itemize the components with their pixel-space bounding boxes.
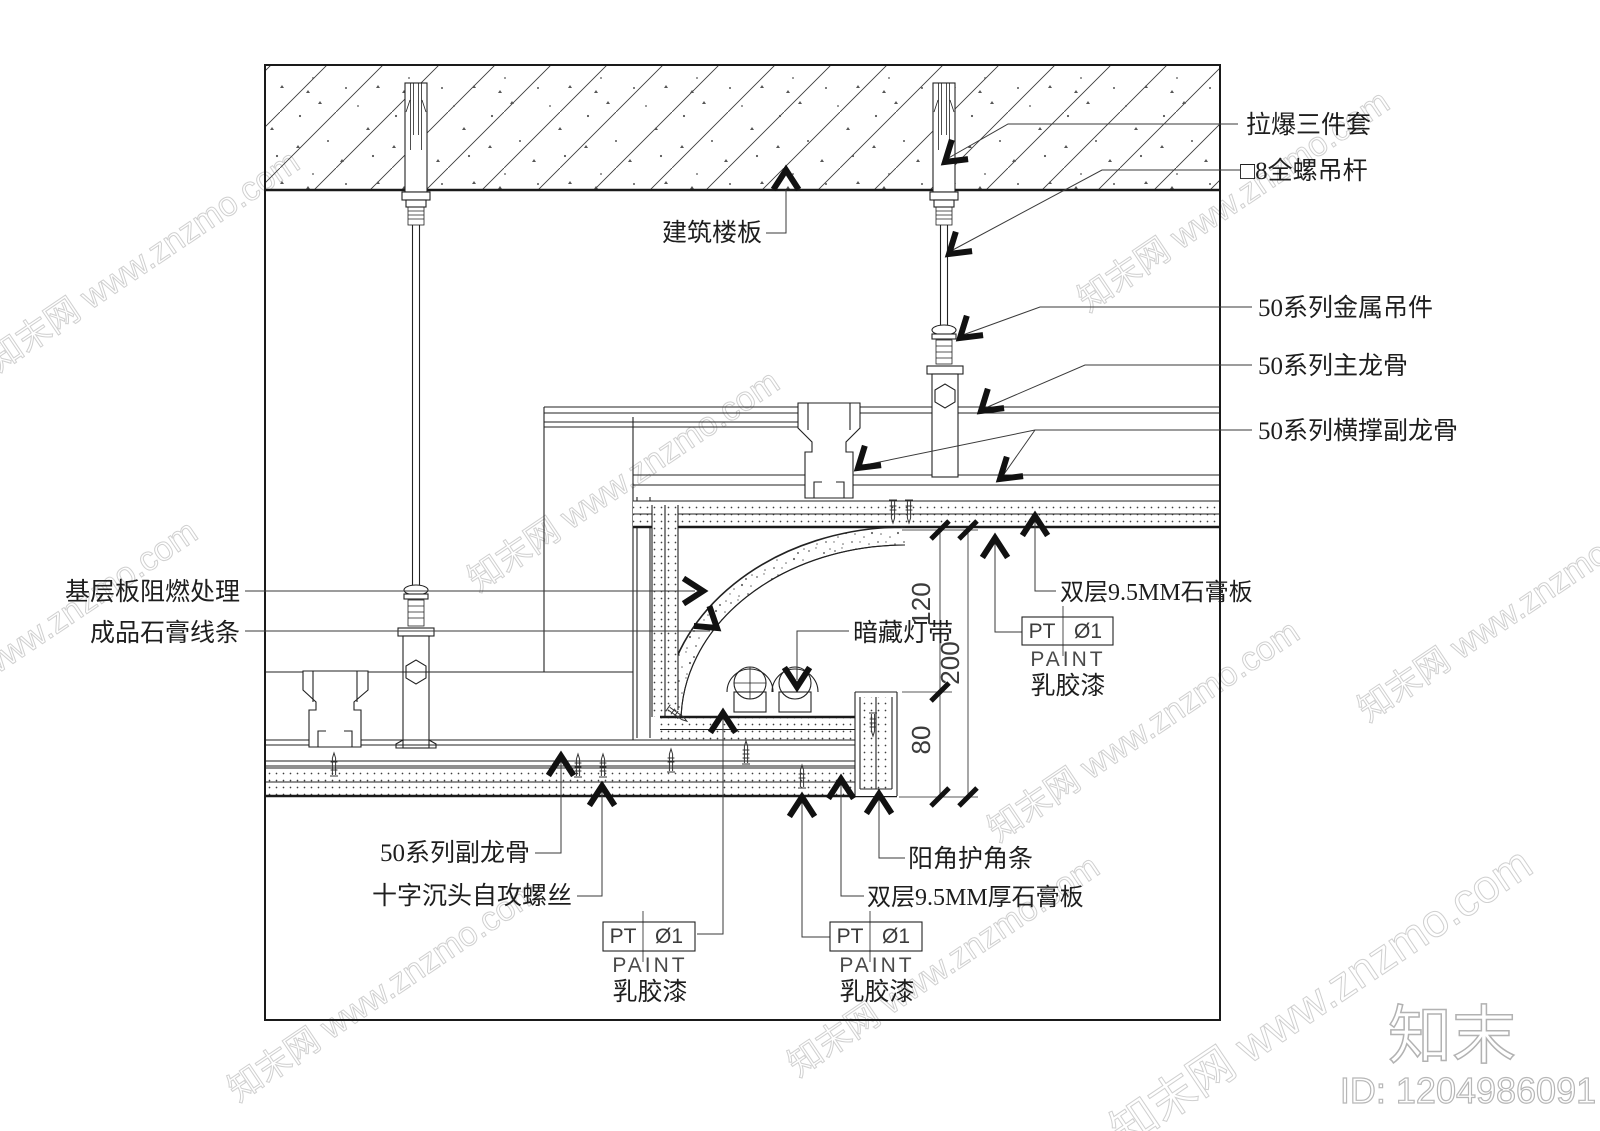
- leader-arrow: [993, 460, 1020, 488]
- label-cross-furring: 50系列横撑副龙骨: [1258, 417, 1458, 445]
- metal-hanger-right: [926, 324, 964, 478]
- paint-value: Ø1: [1074, 620, 1102, 643]
- paint-caption: PAINT: [1030, 648, 1105, 671]
- label-furring-channel: 50系列副龙骨: [380, 839, 530, 867]
- site-logo: 知末 ID: 1204986091: [1339, 999, 1596, 1111]
- watermark-text: 知末网 www.znzmo.com: [461, 363, 786, 599]
- paint-value: Ø1: [655, 925, 683, 948]
- annotation-labels: 拉爆三件套 □8全螺吊杆 50系列金属吊件 50系列主龙骨 50系列横撑副龙骨 …: [65, 111, 1458, 911]
- dim-120: 120: [906, 582, 936, 625]
- watermark-text: 知末网 www.znzmo.com: [781, 848, 1106, 1084]
- paint-code: PT: [837, 925, 864, 948]
- label-self-tapping-screw: 十字沉头自攻螺丝: [372, 882, 572, 910]
- label-metal-hanger: 50系列金属吊件: [1258, 294, 1433, 322]
- label-floor-slab: 建筑楼板: [662, 219, 762, 247]
- label-hanger-rod: □8全螺吊杆: [1240, 157, 1368, 185]
- paint-tag-box: PT Ø1 PAINT 乳胶漆: [602, 911, 696, 1006]
- paint-caption: PAINT: [612, 954, 687, 977]
- paint-tag-box: PT Ø1 PAINT 乳胶漆: [829, 911, 923, 1006]
- expansion-anchor-left: [401, 82, 431, 226]
- vertical-boards: [651, 505, 679, 717]
- image-id: ID: 1204986091: [1340, 1070, 1596, 1111]
- znzmo-logo: 知末: [1388, 1000, 1516, 1072]
- paint-caption: PAINT: [839, 954, 914, 977]
- paint-code: PT: [610, 925, 637, 948]
- label-gypsum-moulding: 成品石膏线条: [90, 619, 240, 647]
- label-main-runner: 50系列主龙骨: [1258, 352, 1408, 380]
- label-concealed-light: 暗藏灯带: [853, 619, 953, 647]
- metal-hanger-left: [395, 584, 437, 749]
- paint-tag-box: PT Ø1 PAINT 乳胶漆: [1021, 606, 1114, 700]
- paint-material: 乳胶漆: [612, 978, 687, 1006]
- hanger-rod-right: [939, 225, 949, 326]
- label-double-gypsum-bottom: 双层9.5MM厚石膏板: [867, 884, 1084, 911]
- label-base-board: 基层板阻燃处理: [65, 578, 240, 606]
- label-double-gypsum-right: 双层9.5MM石膏板: [1060, 579, 1253, 606]
- paint-material: 乳胶漆: [839, 978, 914, 1006]
- paint-material: 乳胶漆: [1030, 672, 1105, 700]
- main-runner-section-left: [302, 670, 369, 748]
- label-anchor-set: 拉爆三件套: [1246, 111, 1371, 139]
- watermark-layer: 知末网 www.znzmo.com 知末网 www.znzmo.com 知末网 …: [0, 82, 1600, 1131]
- light-trough: [660, 691, 898, 796]
- leader-lines: [245, 123, 1252, 938]
- watermark-text: 知末网 www.znzmo.com: [0, 143, 306, 379]
- upper-framing: [543, 406, 1220, 740]
- light-fixture: [726, 666, 774, 713]
- label-corner-bead: 阳角护角条: [908, 845, 1033, 873]
- dimension-group: 120 200 80: [899, 521, 978, 806]
- drawing-frame: [264, 64, 1221, 1021]
- paint-value: Ø1: [882, 925, 910, 948]
- watermark-text: 知末网 www.znzmo.com: [1351, 493, 1600, 729]
- leader-arrow: [974, 392, 1001, 420]
- main-runner-section-right: [797, 402, 861, 499]
- lower-ceiling: [265, 671, 897, 798]
- expansion-anchor-right: [929, 82, 959, 226]
- leader-arrow: [953, 319, 980, 347]
- dim-80: 80: [906, 726, 936, 755]
- leader-arrow: [851, 449, 878, 477]
- hanger-rod-left: [411, 225, 421, 586]
- light-fixture: [771, 666, 819, 713]
- dim-200: 200: [935, 641, 965, 684]
- paint-code: PT: [1029, 620, 1056, 643]
